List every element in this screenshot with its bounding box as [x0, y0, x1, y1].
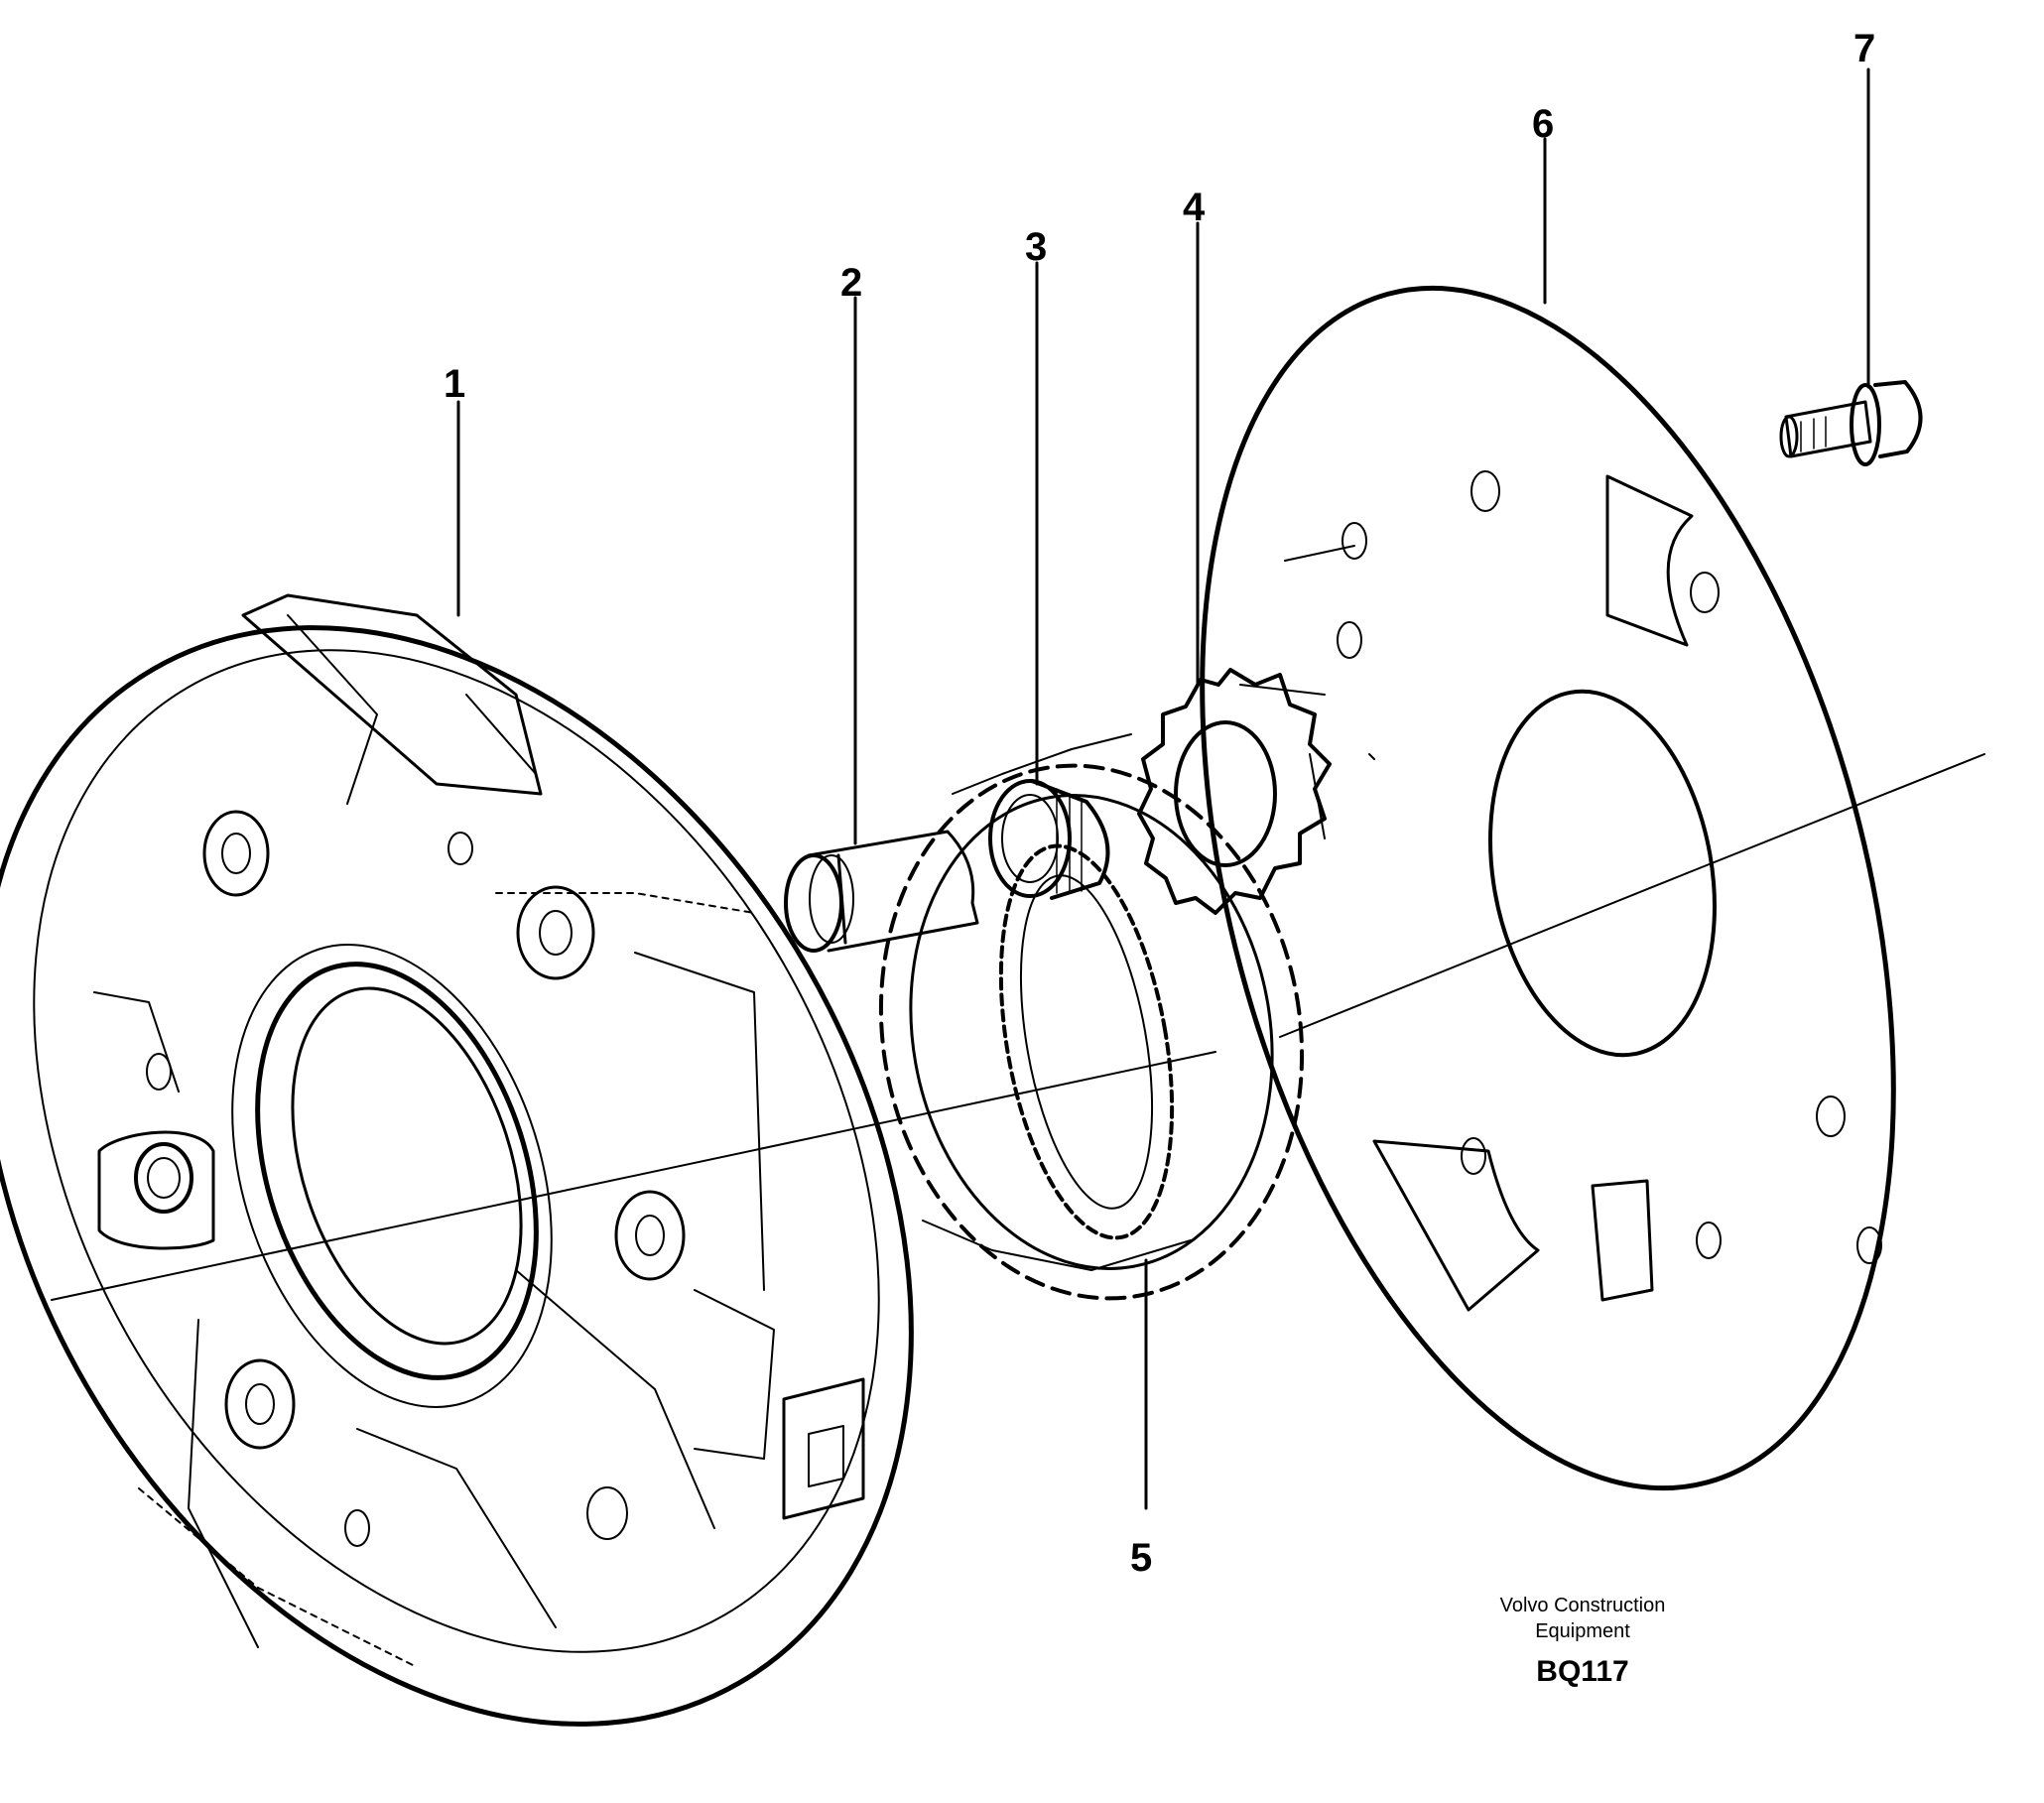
center-axis-line [51, 753, 1985, 1301]
flange-bolt [1779, 380, 1923, 466]
callout-6: 6 [1532, 102, 1554, 146]
callout-5: 5 [1130, 1536, 1152, 1580]
callout-2: 2 [840, 261, 862, 305]
callout-7: 7 [1853, 27, 1875, 70]
drawing-code: BQ117 [1536, 1655, 1628, 1688]
callout-1: 1 [444, 362, 465, 406]
small-gear [1137, 668, 1332, 915]
leader-lines [456, 67, 1870, 1510]
shaft [784, 830, 979, 953]
large-gear [878, 733, 1305, 1301]
pump-housing [0, 593, 914, 1727]
callout-3: 3 [1025, 225, 1047, 269]
publisher-caption: Volvo Construction Equipment BQ117 [1500, 1595, 1666, 1688]
needle-bearing [988, 779, 1110, 900]
caption-line-2: Equipment [1535, 1620, 1630, 1642]
caption-line-1: Volvo Construction [1500, 1595, 1666, 1616]
callout-4: 4 [1183, 186, 1206, 229]
cover-plate [1200, 285, 1896, 1491]
